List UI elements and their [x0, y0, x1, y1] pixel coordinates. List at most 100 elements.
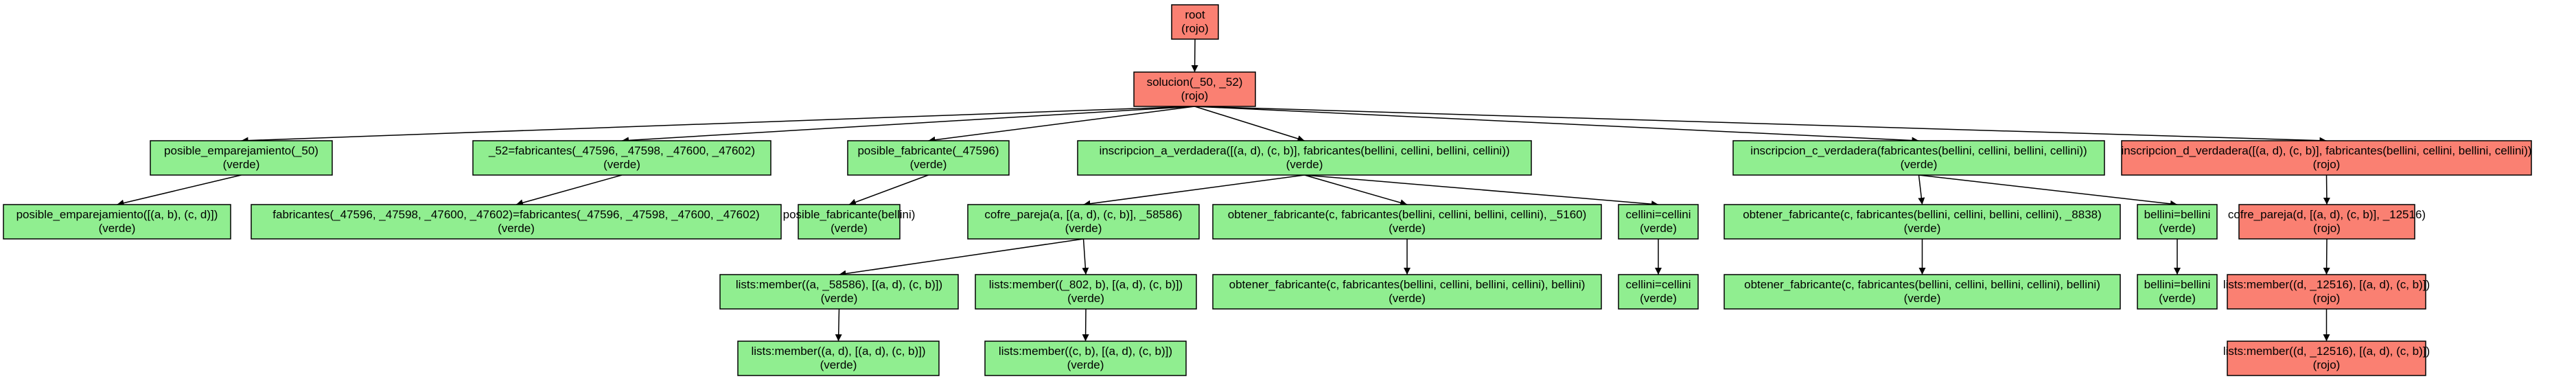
node-box — [1171, 4, 1219, 40]
tree-node: obtener_fabricante(c, fabricantes(bellin… — [1212, 204, 1602, 240]
node-status: (verde) — [498, 222, 535, 235]
tree-node: root(rojo) — [1171, 4, 1219, 40]
tree-node: obtener_fabricante(c, fabricantes(bellin… — [1212, 274, 1602, 310]
node-status: (verde) — [223, 158, 260, 171]
node-box — [719, 274, 959, 310]
tree-edge — [848, 174, 929, 206]
node-label: solucion(_50, _52) — [1147, 76, 1243, 89]
tree-node: obtener_fabricante(c, fabricantes(bellin… — [1724, 274, 2121, 310]
node-status: (rojo) — [2313, 158, 2341, 171]
tree-node: bellini=bellini(verde) — [2137, 274, 2218, 310]
node-label: inscripcion_c_verdadera(fabricantes(bell… — [1750, 144, 2087, 157]
tree-edge — [621, 106, 1195, 144]
node-status: (verde) — [1065, 222, 1102, 235]
node-box — [2238, 204, 2415, 240]
node-box — [847, 140, 1010, 176]
node-status: (rojo) — [2313, 292, 2341, 305]
tree-node: bellini=bellini(verde) — [2137, 204, 2218, 240]
node-status: (verde) — [820, 358, 857, 371]
node-label: obtener_fabricante(c, fabricantes(bellin… — [1744, 278, 2100, 291]
tree-node: inscripcion_c_verdadera(fabricantes(bell… — [1732, 140, 2105, 176]
node-box — [1724, 204, 2121, 240]
tree-node: posible_fabricante(bellini)(verde) — [783, 204, 916, 240]
tree-edge — [1194, 106, 2327, 144]
node-label: posible_fabricante(bellini) — [783, 208, 916, 221]
tree-edge — [839, 238, 1084, 277]
node-box — [1133, 71, 1256, 107]
node-status: (verde) — [1640, 222, 1677, 235]
node-label: lists:member((a, d), [(a, d), (c, b)]) — [751, 345, 925, 358]
node-status: (rojo) — [1181, 89, 1209, 102]
node-status: (verde) — [99, 222, 136, 235]
node-box — [1724, 274, 2121, 310]
node-label: lists:member((c, b), [(a, d), (c, b)]) — [999, 345, 1172, 358]
node-label: obtener_fabricante(c, fabricantes(bellin… — [1229, 278, 1586, 291]
node-status: (verde) — [1067, 292, 1104, 305]
tree-edge — [1083, 174, 1305, 207]
node-label: inscripcion_a_verdadera([(a, d), (c, b)]… — [1099, 144, 1509, 157]
node-box — [1618, 274, 1699, 310]
tree-node: obtener_fabricante(c, fabricantes(bellin… — [1724, 204, 2121, 240]
tree-node: cellini=cellini(verde) — [1618, 204, 1699, 240]
node-box — [798, 204, 901, 240]
node-box — [3, 204, 231, 240]
tree-node: lists:member((d, _12516), [(a, d), (c, b… — [2223, 340, 2430, 376]
node-status: (verde) — [603, 158, 640, 171]
node-box — [2227, 274, 2426, 310]
node-status: (rojo) — [1181, 22, 1209, 35]
tree-node: posible_fabricante(_47596)(verde) — [847, 140, 1010, 176]
tree-node: lists:member((a, d), [(a, d), (c, b)])(v… — [737, 340, 940, 376]
tree-node: inscripcion_d_verdadera([(a, d), (c, b)]… — [2121, 140, 2532, 176]
tree-edge — [1194, 106, 1919, 144]
node-status: (verde) — [1389, 222, 1426, 235]
tree-edge — [2323, 238, 2330, 275]
tree-node: cellini=cellini(verde) — [1618, 274, 1699, 310]
tree-edge — [928, 106, 1195, 143]
node-box — [150, 140, 333, 176]
tree-edge — [1082, 308, 1089, 342]
node-status: (verde) — [1640, 292, 1677, 305]
node-label: inscripcion_d_verdadera([(a, d), (c, b)]… — [2121, 144, 2531, 157]
node-status: (verde) — [831, 222, 868, 235]
edges — [117, 38, 2330, 342]
tree-edge — [1304, 174, 1408, 207]
node-status: (verde) — [1901, 158, 1938, 171]
node-box — [1618, 204, 1699, 240]
tree-edge — [1191, 38, 1198, 73]
node-status: (verde) — [910, 158, 947, 171]
node-status: (rojo) — [2313, 358, 2341, 371]
node-label: obtener_fabricante(c, fabricantes(bellin… — [1743, 208, 2102, 221]
tree-node: lists:member((_802, b), [(a, d), (c, b)]… — [975, 274, 1197, 310]
node-box — [1212, 274, 1602, 310]
node-status: (verde) — [1389, 292, 1426, 305]
node-label: lists:member((d, _12516), [(a, d), (c, b… — [2223, 278, 2430, 291]
node-label: posible_emparejamiento([(a, b), (c, d)]) — [16, 208, 218, 221]
tree-edge — [515, 174, 623, 207]
node-box — [1077, 140, 1532, 176]
tree-node: cofre_pareja(d, [(a, d), (c, b)], _12516… — [2228, 204, 2426, 240]
node-label: cofre_pareja(a, [(a, d), (c, b)], _58586… — [984, 208, 1182, 221]
node-label: posible_emparejamiento(_50) — [164, 144, 318, 157]
node-box — [251, 204, 782, 240]
node-box — [2227, 340, 2426, 376]
node-label: obtener_fabricante(c, fabricantes(bellin… — [1228, 208, 1587, 221]
node-box — [967, 204, 1200, 240]
node-status: (verde) — [2159, 292, 2196, 305]
node-label: lists:member((d, _12516), [(a, d), (c, b… — [2223, 345, 2430, 358]
tree-node: inscripcion_a_verdadera([(a, d), (c, b)]… — [1077, 140, 1532, 176]
node-label: cellini=cellini — [1626, 278, 1691, 291]
node-label: root — [1185, 8, 1205, 21]
node-box — [2137, 274, 2218, 310]
node-box — [2121, 140, 2532, 176]
tree-node: lists:member((a, _58586), [(a, d), (c, b… — [719, 274, 959, 310]
tree-edge — [241, 106, 1195, 144]
node-box — [1212, 204, 1602, 240]
node-status: (verde) — [1067, 358, 1104, 371]
tree-edge — [1918, 174, 2178, 207]
tree-edge — [1918, 174, 1925, 205]
tree-edge — [117, 174, 242, 207]
node-label: bellini=bellini — [2144, 208, 2211, 221]
node-box — [984, 340, 1187, 376]
node-box — [975, 274, 1197, 310]
